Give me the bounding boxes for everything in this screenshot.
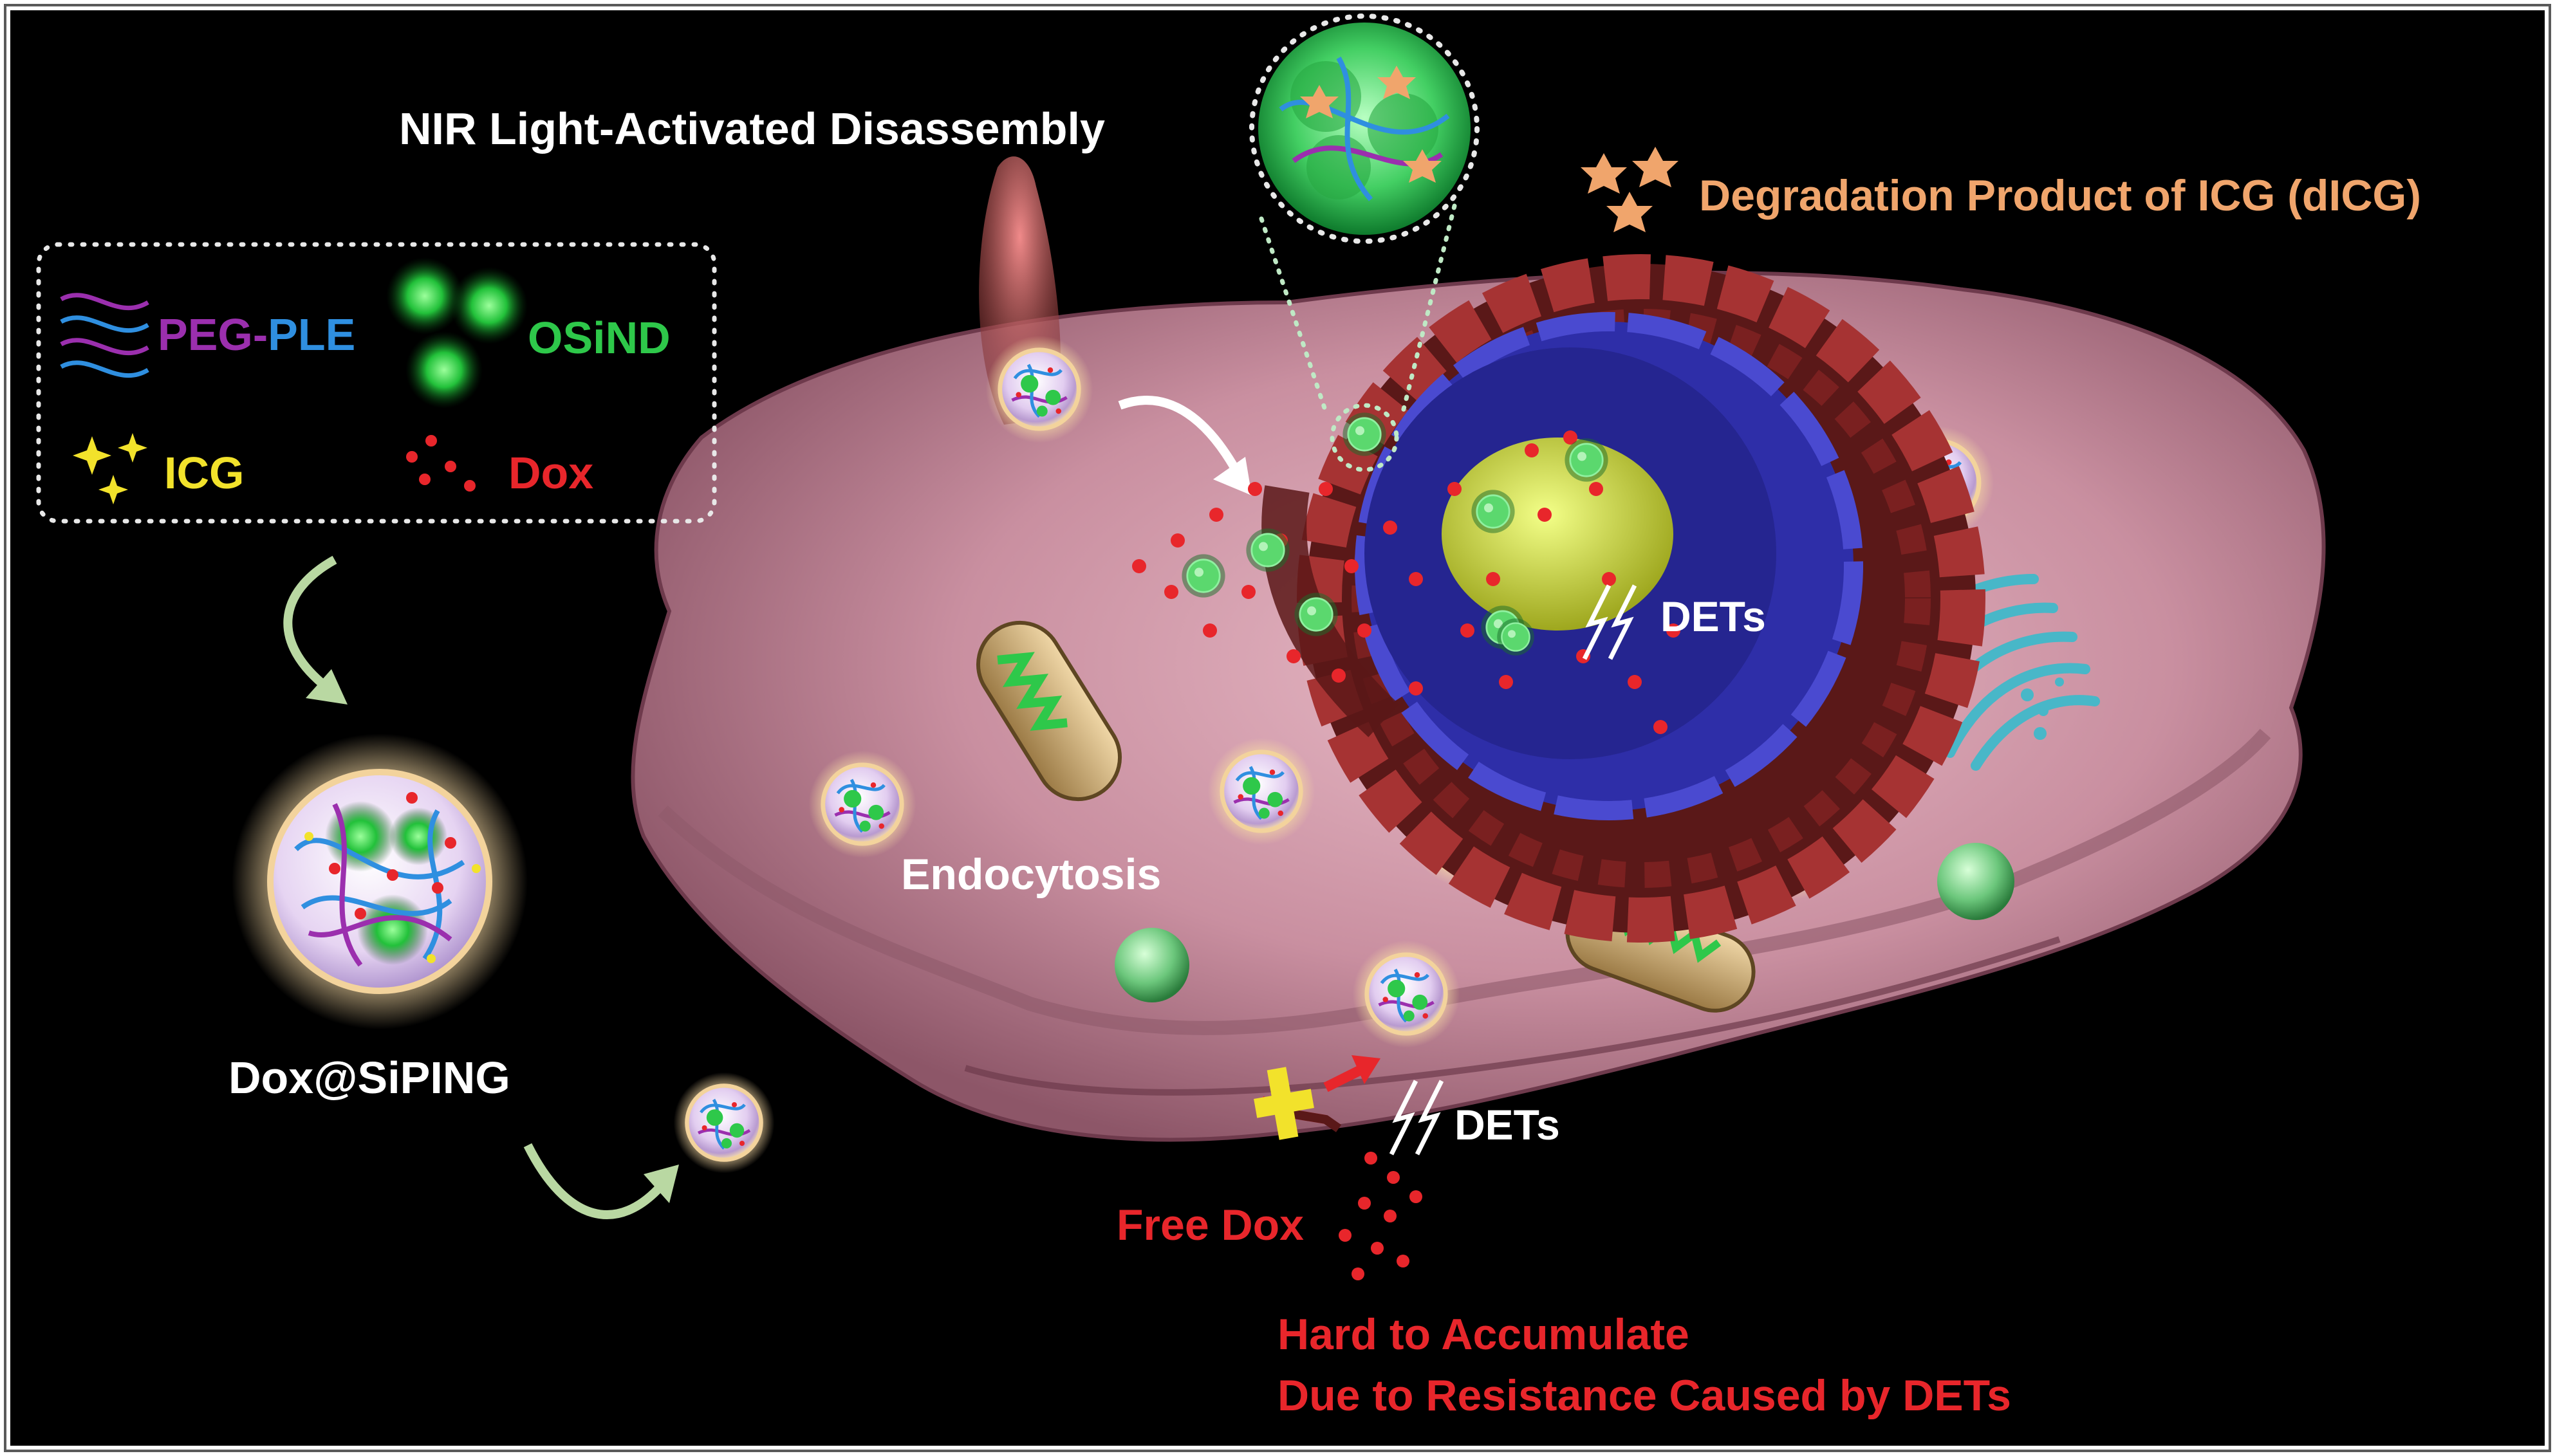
legend-osind-label: OSiND (528, 313, 671, 363)
legend-ple-label: PLE (268, 309, 356, 360)
dox-dots-icon (406, 435, 476, 492)
assembly-arrowhead (306, 669, 348, 705)
osind-particle (1564, 438, 1609, 483)
release-arrowhead (644, 1165, 679, 1203)
nanoparticle (1208, 738, 1315, 845)
osind-particle (1245, 528, 1290, 573)
legend-box (36, 242, 717, 524)
efflux-pump-icon (1254, 1055, 1380, 1140)
legend-dash: - (252, 309, 268, 360)
nanoparticle-entering (986, 336, 1093, 443)
title-label: NIR Light-Activated Disassembly (399, 104, 1105, 154)
free-dox-label: Free Dox (1117, 1201, 1304, 1249)
vesicle (1115, 928, 1189, 1002)
dox-siping-nanoparticle-icon (232, 733, 528, 1029)
osind-particle (1342, 412, 1387, 457)
resistance-line-2: Due to Resistance Caused by DETs (1278, 1371, 2011, 1420)
zoom-lens (1249, 14, 1480, 244)
osind-particle (1471, 489, 1516, 534)
nanoparticle-label: Dox@SiPING (228, 1053, 510, 1103)
cell-membrane-fold (964, 936, 2061, 1096)
resistance-line-1: Hard to Accumulate (1278, 1310, 1689, 1359)
dets-membrane-lightning-icon (1389, 1080, 1444, 1156)
legend-dox-label: Dox (508, 448, 594, 498)
icg-sparkle-icon (73, 433, 147, 504)
legend-peg-ple: PEG-PLE (158, 312, 355, 357)
assembly-arrow (283, 555, 337, 692)
osind-particle (1496, 618, 1535, 656)
osind-particle (1294, 592, 1339, 637)
nanoparticle (809, 751, 916, 858)
nanoparticle (1353, 941, 1460, 1048)
degradation-label: Degradation Product of ICG (dICG) (1699, 171, 2421, 220)
legend-icg-label: ICG (164, 448, 245, 498)
uptake-arrowhead (1213, 457, 1252, 495)
polymer-chain-icon (60, 293, 149, 378)
released-nanoparticle (674, 1073, 775, 1174)
legend-peg-label: PEG (158, 309, 253, 360)
osind-dots-icon (386, 257, 528, 409)
endocytosis-label: Endocytosis (901, 850, 1162, 899)
dicg-icon (1581, 147, 1678, 232)
released-dox (1132, 430, 1680, 734)
mitochondrion-icon (976, 620, 1122, 802)
dets-lightning-icon (1582, 584, 1637, 660)
uptake-arrow (1118, 396, 1240, 472)
free-dox-dots (1339, 1152, 1422, 1280)
vesicle (1937, 843, 2014, 920)
osind-particle (1181, 553, 1226, 598)
dets-membrane-label: DETs (1454, 1101, 1560, 1148)
release-arrow (523, 1143, 667, 1219)
dets-nucleus-label: DETs (1660, 593, 1766, 640)
nucleolus (1442, 438, 1673, 631)
zoom-lines (1259, 203, 1457, 472)
